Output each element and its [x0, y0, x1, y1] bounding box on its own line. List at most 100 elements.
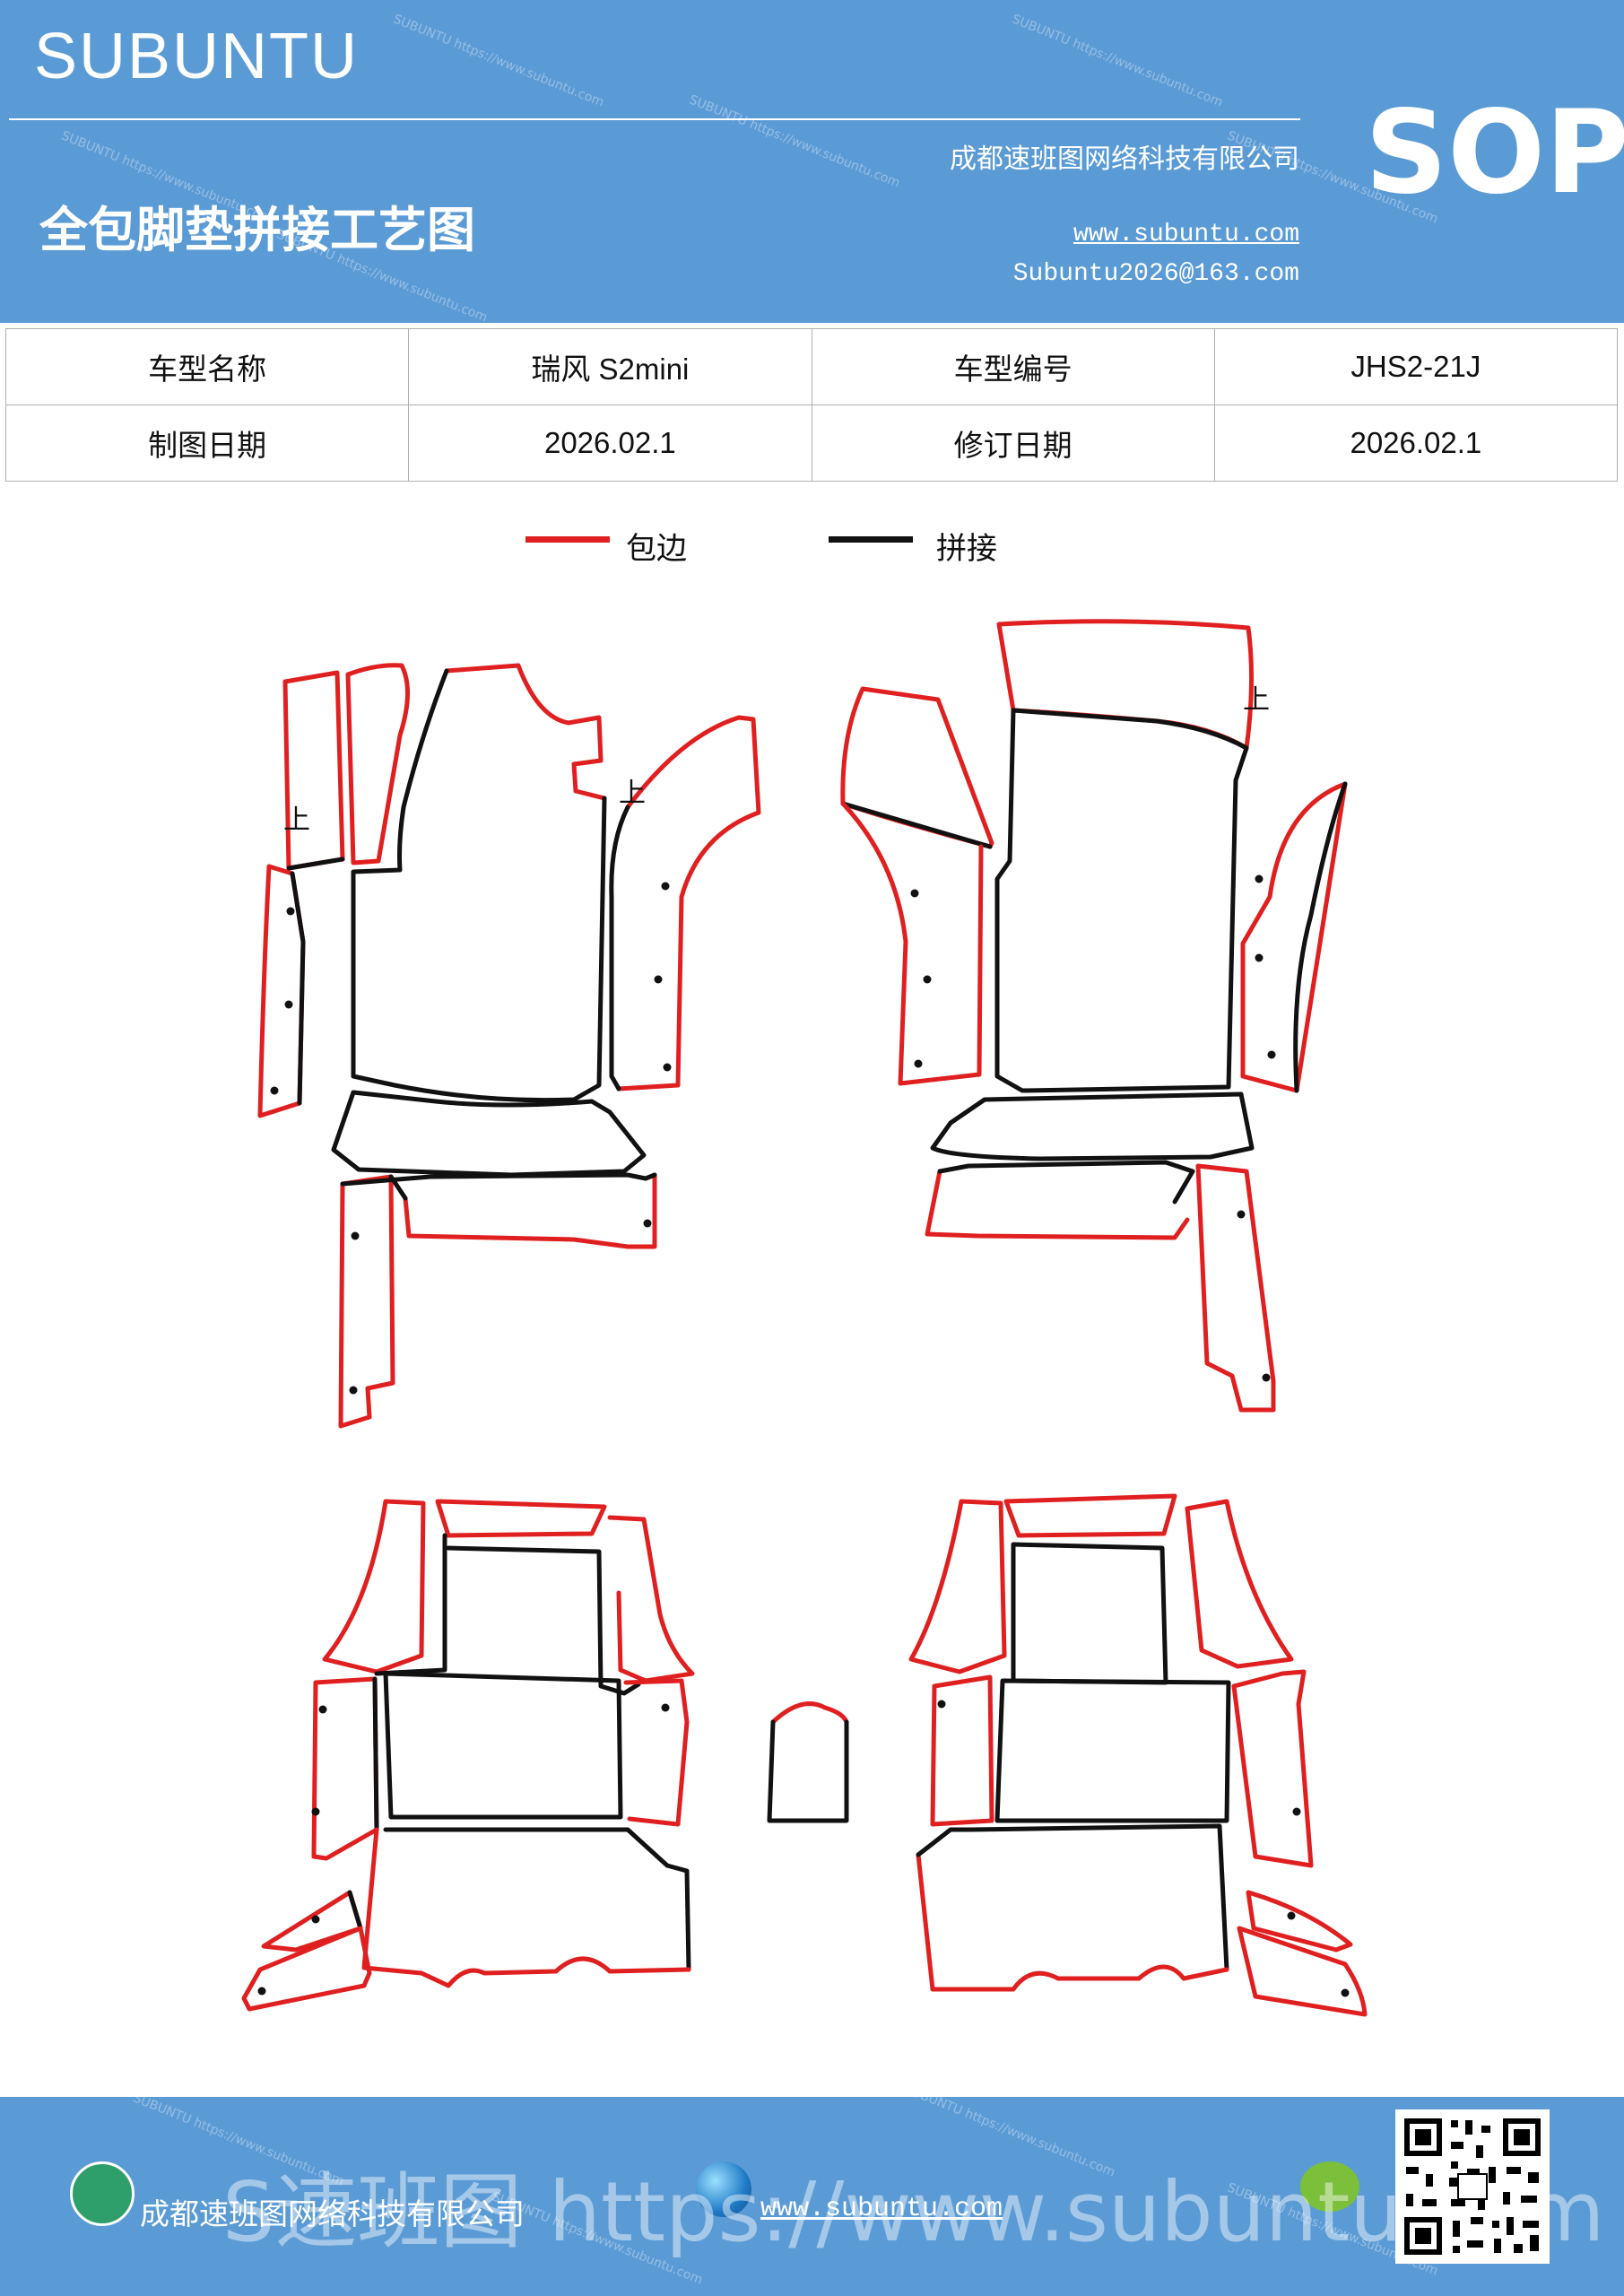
mat-piece-edge	[338, 1174, 395, 1429]
mat-piece-seam	[446, 1545, 641, 1696]
mat-piece-edge	[257, 864, 306, 1118]
mat-piece-seam	[331, 1090, 647, 1178]
mat-piece-edge	[282, 670, 345, 871]
up-marker: 上	[283, 804, 310, 836]
stitch-point	[311, 1807, 320, 1816]
model-name-label: 车型名称	[4, 328, 410, 405]
mat-piece-seam	[383, 1671, 623, 1820]
stitch-point	[257, 1987, 266, 1996]
mat-piece-edge	[925, 1169, 1190, 1240]
stitch-point	[1341, 1988, 1350, 1997]
wechat-icon	[1300, 2161, 1359, 2212]
stitch-point	[270, 1086, 279, 1095]
website-link[interactable]: www.subuntu.com	[1073, 221, 1299, 248]
model-code-value: JHS2-21J	[1213, 328, 1619, 405]
stitch-point	[910, 889, 919, 898]
stitch-point	[284, 1000, 293, 1009]
mat-piece-edge	[770, 1701, 849, 1725]
legend-label-edging: 包边	[626, 531, 687, 567]
mat-piece-seam	[347, 1890, 363, 1931]
stitch-point	[318, 1705, 327, 1714]
company-name: 成都速班图网络科技有限公司	[950, 144, 1299, 175]
mat-piece-edge	[1240, 781, 1348, 1093]
stitch-point	[663, 1063, 672, 1072]
overlay-watermark: S速班图 https://www.subuntu.com	[222, 2164, 1605, 2260]
stitch-point	[1237, 1210, 1246, 1219]
mat-piece-seam	[290, 871, 306, 1106]
building-icon	[70, 2161, 135, 2226]
mat-piece-seam	[916, 1827, 973, 1857]
mat-piece-seam	[930, 1091, 1255, 1161]
stitch-point	[1292, 1807, 1301, 1816]
up-marker: 上	[1243, 684, 1270, 716]
legend-black-swatch	[829, 536, 913, 543]
legend-label-seam: 拼接	[936, 531, 997, 567]
stitch-point	[643, 1219, 652, 1228]
mat-piece-edge	[1246, 1890, 1353, 1952]
mat-piece-edge	[345, 663, 410, 865]
stitch-point	[937, 1700, 946, 1709]
table-row: 制图日期 2026.02.1 修订日期 2026.02.1	[4, 404, 1619, 482]
mat-piece-seam	[840, 801, 993, 849]
mat-piece-seam	[388, 1174, 408, 1201]
stitch-point	[661, 882, 670, 891]
mat-piece-edge	[1003, 1493, 1177, 1538]
up-marker: 上	[619, 778, 646, 809]
mat-piece-edge	[916, 1852, 1229, 1992]
mat-piece-seam	[994, 1678, 1231, 1823]
mat-piece-edge	[616, 715, 761, 1091]
vehicle-info-table: 车型名称 瑞风 S2mini 车型编号 JHS2-21J 制图日期 2026.0…	[4, 328, 1619, 482]
mat-piece-edge	[930, 1674, 994, 1827]
mat-piece-edge	[607, 1515, 695, 1683]
mat-piece-edge	[444, 663, 607, 801]
stitch-point	[661, 1703, 670, 1712]
mat-piece-seam	[372, 1676, 379, 1832]
mat-piece-edge	[1237, 1926, 1368, 2017]
footer-website-link[interactable]: www.subuntu.com	[760, 2194, 1003, 2224]
mat-piece-edge	[311, 1676, 379, 1861]
draw-date-label: 制图日期	[4, 404, 410, 482]
mat-piece-seam	[937, 1160, 1195, 1205]
mat-piece-seam	[767, 1719, 849, 1823]
brand-name: SUBUNTU	[34, 21, 360, 92]
qr-code[interactable]	[1395, 2109, 1550, 2264]
mat-piece-edge	[241, 1926, 372, 2012]
mat-piece-edge	[403, 1172, 657, 1249]
stitch-point	[1255, 874, 1264, 883]
globe-icon	[696, 2161, 751, 2217]
model-name-value: 瑞风 S2mini	[408, 328, 812, 405]
stitch-point	[349, 1386, 358, 1395]
mat-piece-edge	[908, 1499, 1007, 1674]
stitch-point	[286, 907, 295, 916]
mat-piece-edge	[1231, 1669, 1314, 1868]
table-row: 车型名称 瑞风 S2mini 车型编号 JHS2-21J	[4, 328, 1619, 405]
mat-piece-edge	[623, 1678, 690, 1827]
mat-piece-seam	[286, 857, 345, 871]
model-code-label: 车型编号	[811, 328, 1215, 405]
mat-piece-seam	[609, 804, 630, 1091]
draw-date-value: 2026.02.1	[408, 404, 812, 482]
header-divider	[9, 118, 1300, 120]
mat-piece-seam	[1011, 1542, 1168, 1685]
mat-piece-seam	[1011, 708, 1249, 751]
mat-piece-seam	[351, 668, 607, 1103]
stitch-point	[914, 1059, 923, 1068]
email-address: Subuntu2026@163.com	[1012, 260, 1299, 288]
sop-badge: SOP	[1365, 86, 1624, 220]
stitch-point	[1267, 1050, 1276, 1059]
legend-red-swatch	[525, 536, 610, 543]
legend: 包边 拼接	[0, 527, 1624, 570]
mat-piece-seam	[994, 708, 1249, 1093]
header-band: SUBUNTU https://www.subuntu.com SUBUNTU …	[0, 0, 1624, 326]
footer-company-name: 成都速班图网络科技有限公司	[140, 2196, 525, 2231]
mat-piece-edge	[840, 801, 984, 1086]
mat-piece-seam	[1293, 781, 1348, 1093]
mat-piece-edge	[996, 619, 1255, 751]
stitch-point	[1262, 1373, 1271, 1382]
revise-date-label: 修订日期	[811, 404, 1215, 482]
stitch-point	[1255, 953, 1264, 962]
stitch-point	[311, 1915, 320, 1924]
mat-piece-edge	[840, 686, 994, 849]
mat-piece-seam	[340, 1172, 657, 1187]
floor-mat-pattern-diagram: 上 上 上	[241, 619, 1368, 2017]
